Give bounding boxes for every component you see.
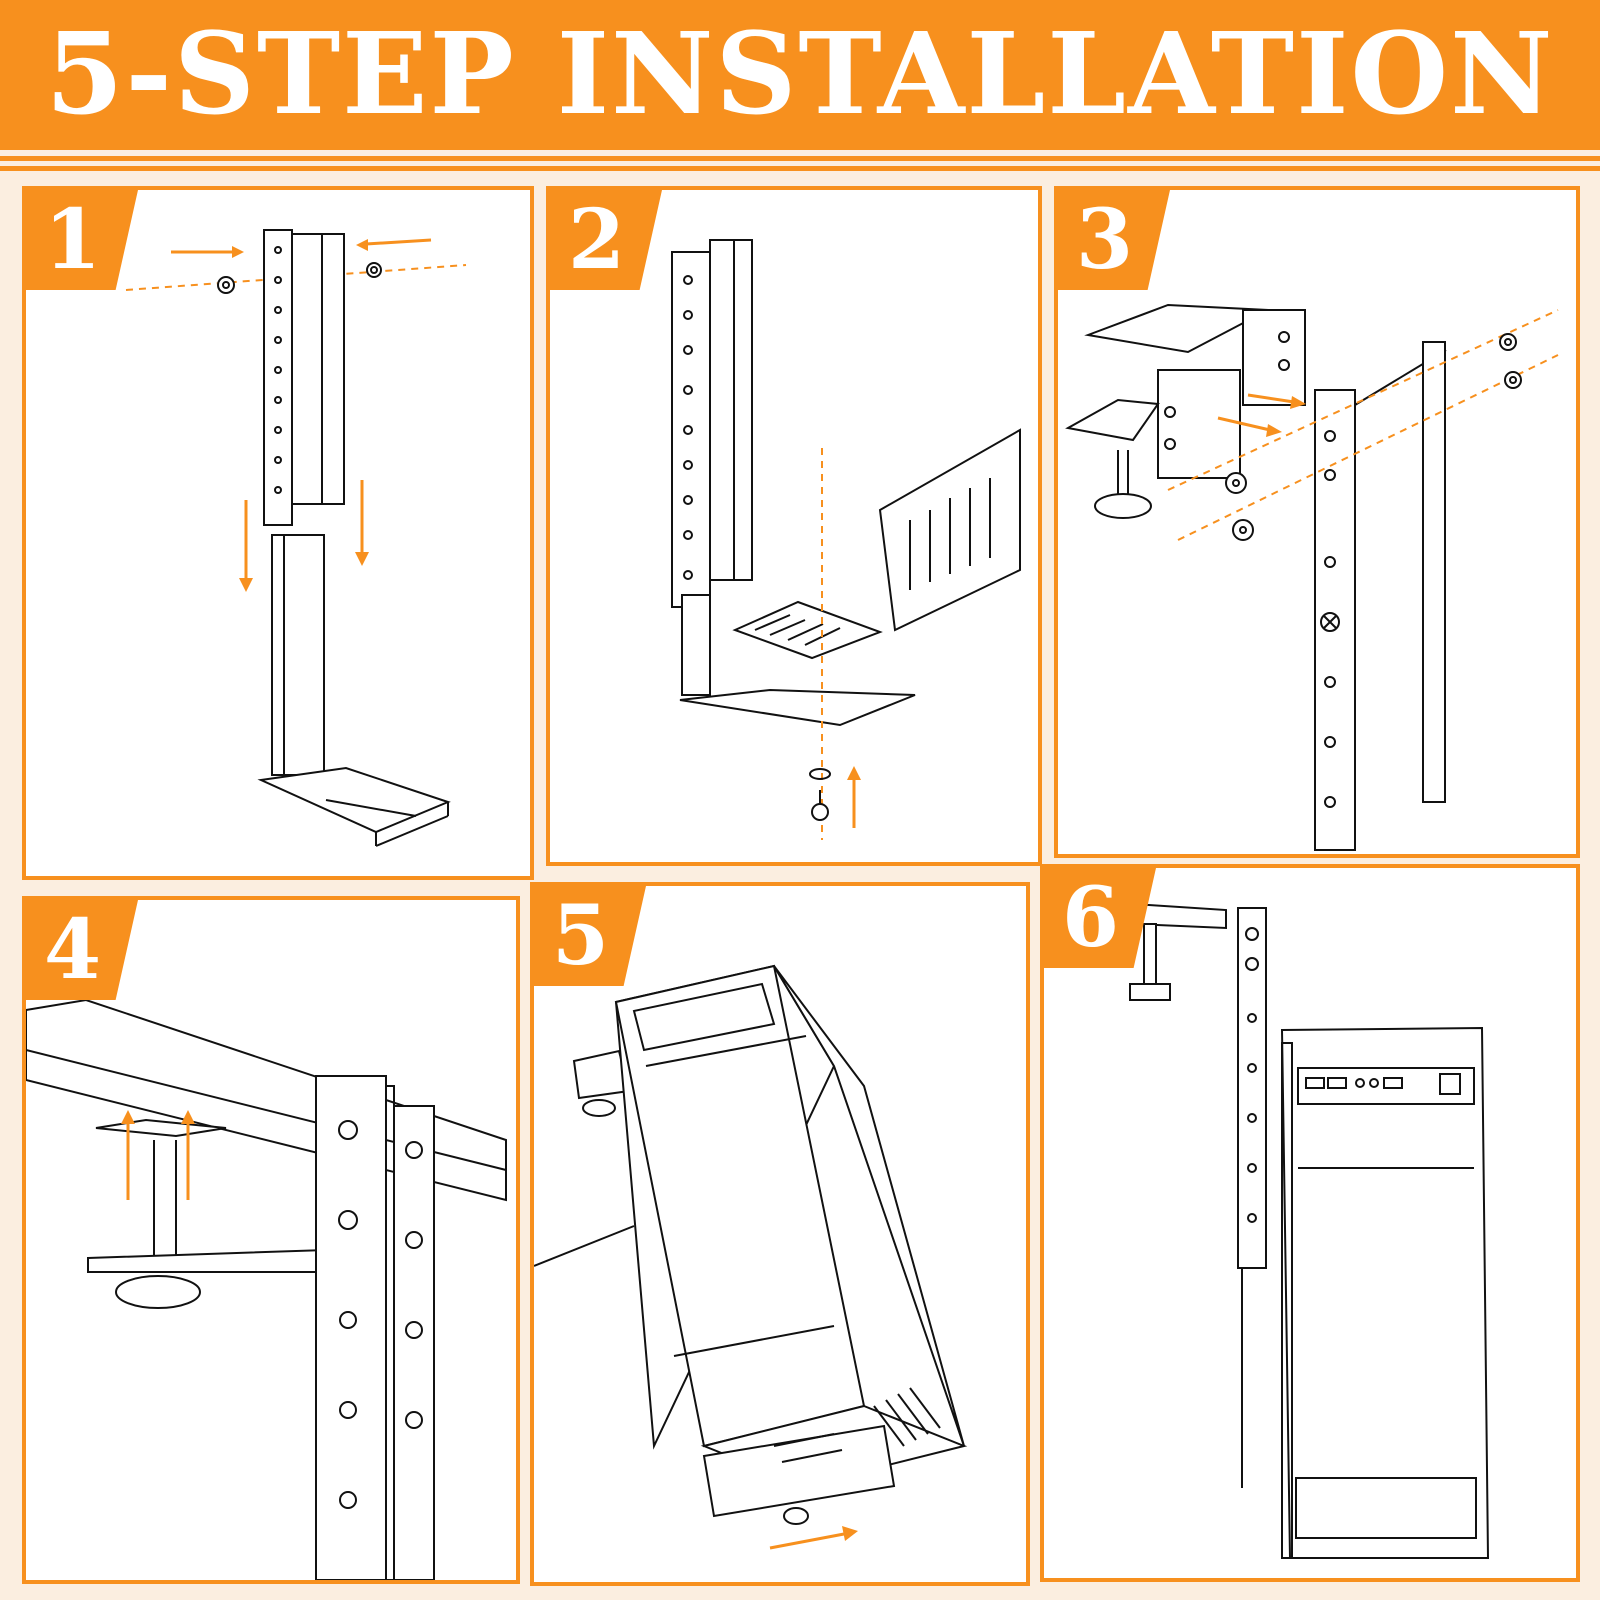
- step-number: 4: [44, 902, 102, 998]
- step-4-panel: 4: [22, 896, 520, 1584]
- step-number: 6: [1062, 870, 1120, 966]
- step-1-panel: 1: [22, 186, 534, 880]
- step-3-illustration: [1065, 303, 1559, 851]
- step-2-badge: 2: [550, 190, 662, 290]
- header-divider-bottom: [0, 166, 1600, 171]
- header-divider-top: [0, 156, 1600, 161]
- step-5-panel: 5: [530, 882, 1030, 1586]
- step-5-badge: 5: [534, 886, 646, 986]
- step-5-illustration: [534, 964, 968, 1550]
- step-number: 3: [1076, 192, 1134, 288]
- step-number: 2: [568, 192, 626, 288]
- step-1-illustration: [125, 229, 467, 847]
- step-3-panel: 3: [1054, 186, 1580, 858]
- step-number: 5: [552, 888, 610, 984]
- step-4-badge: 4: [26, 900, 138, 1000]
- step-2-illustration: [671, 239, 1021, 840]
- step-number: 1: [44, 192, 102, 288]
- title-banner: 5-STEP INSTALLATION: [0, 0, 1600, 150]
- page-title: 5-STEP INSTALLATION: [45, 9, 1555, 140]
- step-2-panel: 2: [546, 186, 1042, 866]
- step-6-illustration: [1044, 895, 1490, 1559]
- step-4-illustration: [26, 998, 507, 1580]
- step-6-panel: 6: [1040, 864, 1580, 1582]
